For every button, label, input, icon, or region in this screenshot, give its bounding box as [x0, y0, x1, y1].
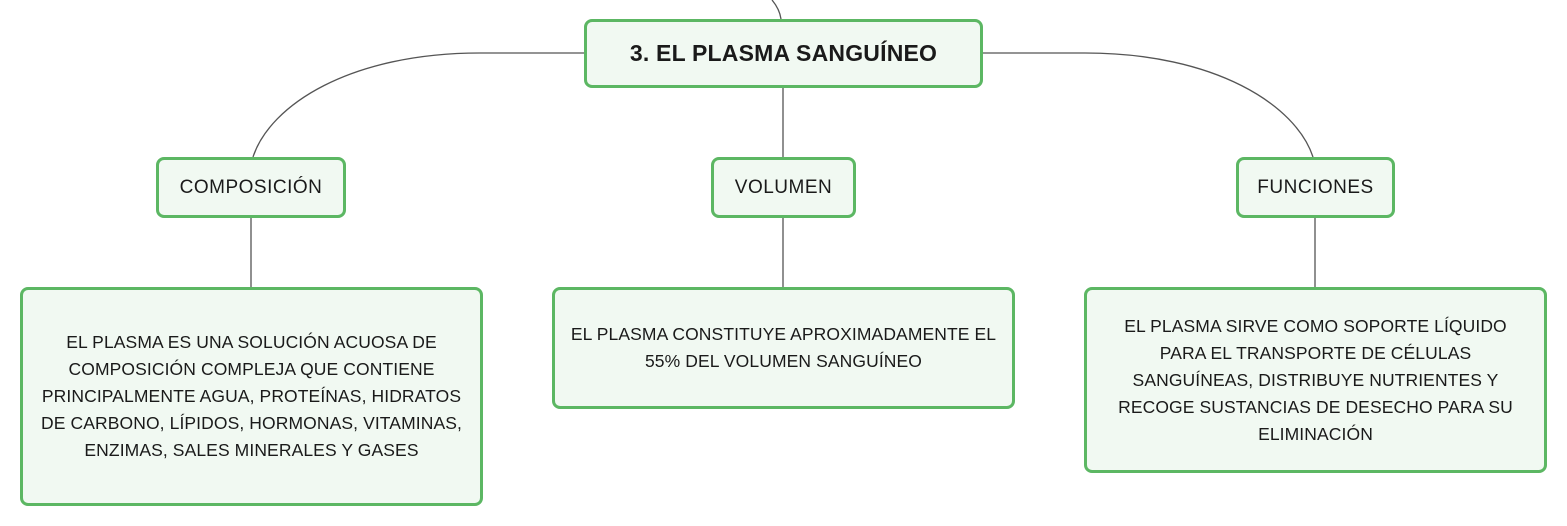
connector-root-to-composicion [252, 52, 584, 158]
node-funciones-label: FUNCIONES [1257, 176, 1374, 198]
connector-parent-to-root [771, 0, 782, 20]
node-volumen-label: VOLUMEN [734, 176, 833, 198]
node-funciones-detail[interactable]: EL PLASMA SIRVE COMO SOPORTE LÍQUIDO PAR… [1084, 287, 1547, 473]
node-volumen[interactable]: VOLUMEN [711, 157, 856, 218]
node-volumen-detail[interactable]: EL PLASMA CONSTITUYE APROXIMADAMENTE EL … [552, 287, 1015, 409]
connector-root-to-funciones [983, 52, 1314, 158]
node-composicion-detail[interactable]: EL PLASMA ES UNA SOLUCIÓN ACUOSA DE COMP… [20, 287, 483, 506]
root-node[interactable]: 3. EL PLASMA SANGUÍNEO [584, 19, 983, 88]
node-composicion[interactable]: COMPOSICIÓN [156, 157, 346, 218]
node-volumen-detail-text: EL PLASMA CONSTITUYE APROXIMADAMENTE EL … [570, 324, 997, 371]
node-funciones[interactable]: FUNCIONES [1236, 157, 1395, 218]
node-funciones-detail-text: EL PLASMA SIRVE COMO SOPORTE LÍQUIDO PAR… [1118, 315, 1513, 444]
root-node-label: 3. EL PLASMA SANGUÍNEO [629, 40, 938, 66]
node-composicion-label: COMPOSICIÓN [179, 176, 323, 198]
node-composicion-detail-text: EL PLASMA ES UNA SOLUCIÓN ACUOSA DE COMP… [41, 332, 462, 460]
